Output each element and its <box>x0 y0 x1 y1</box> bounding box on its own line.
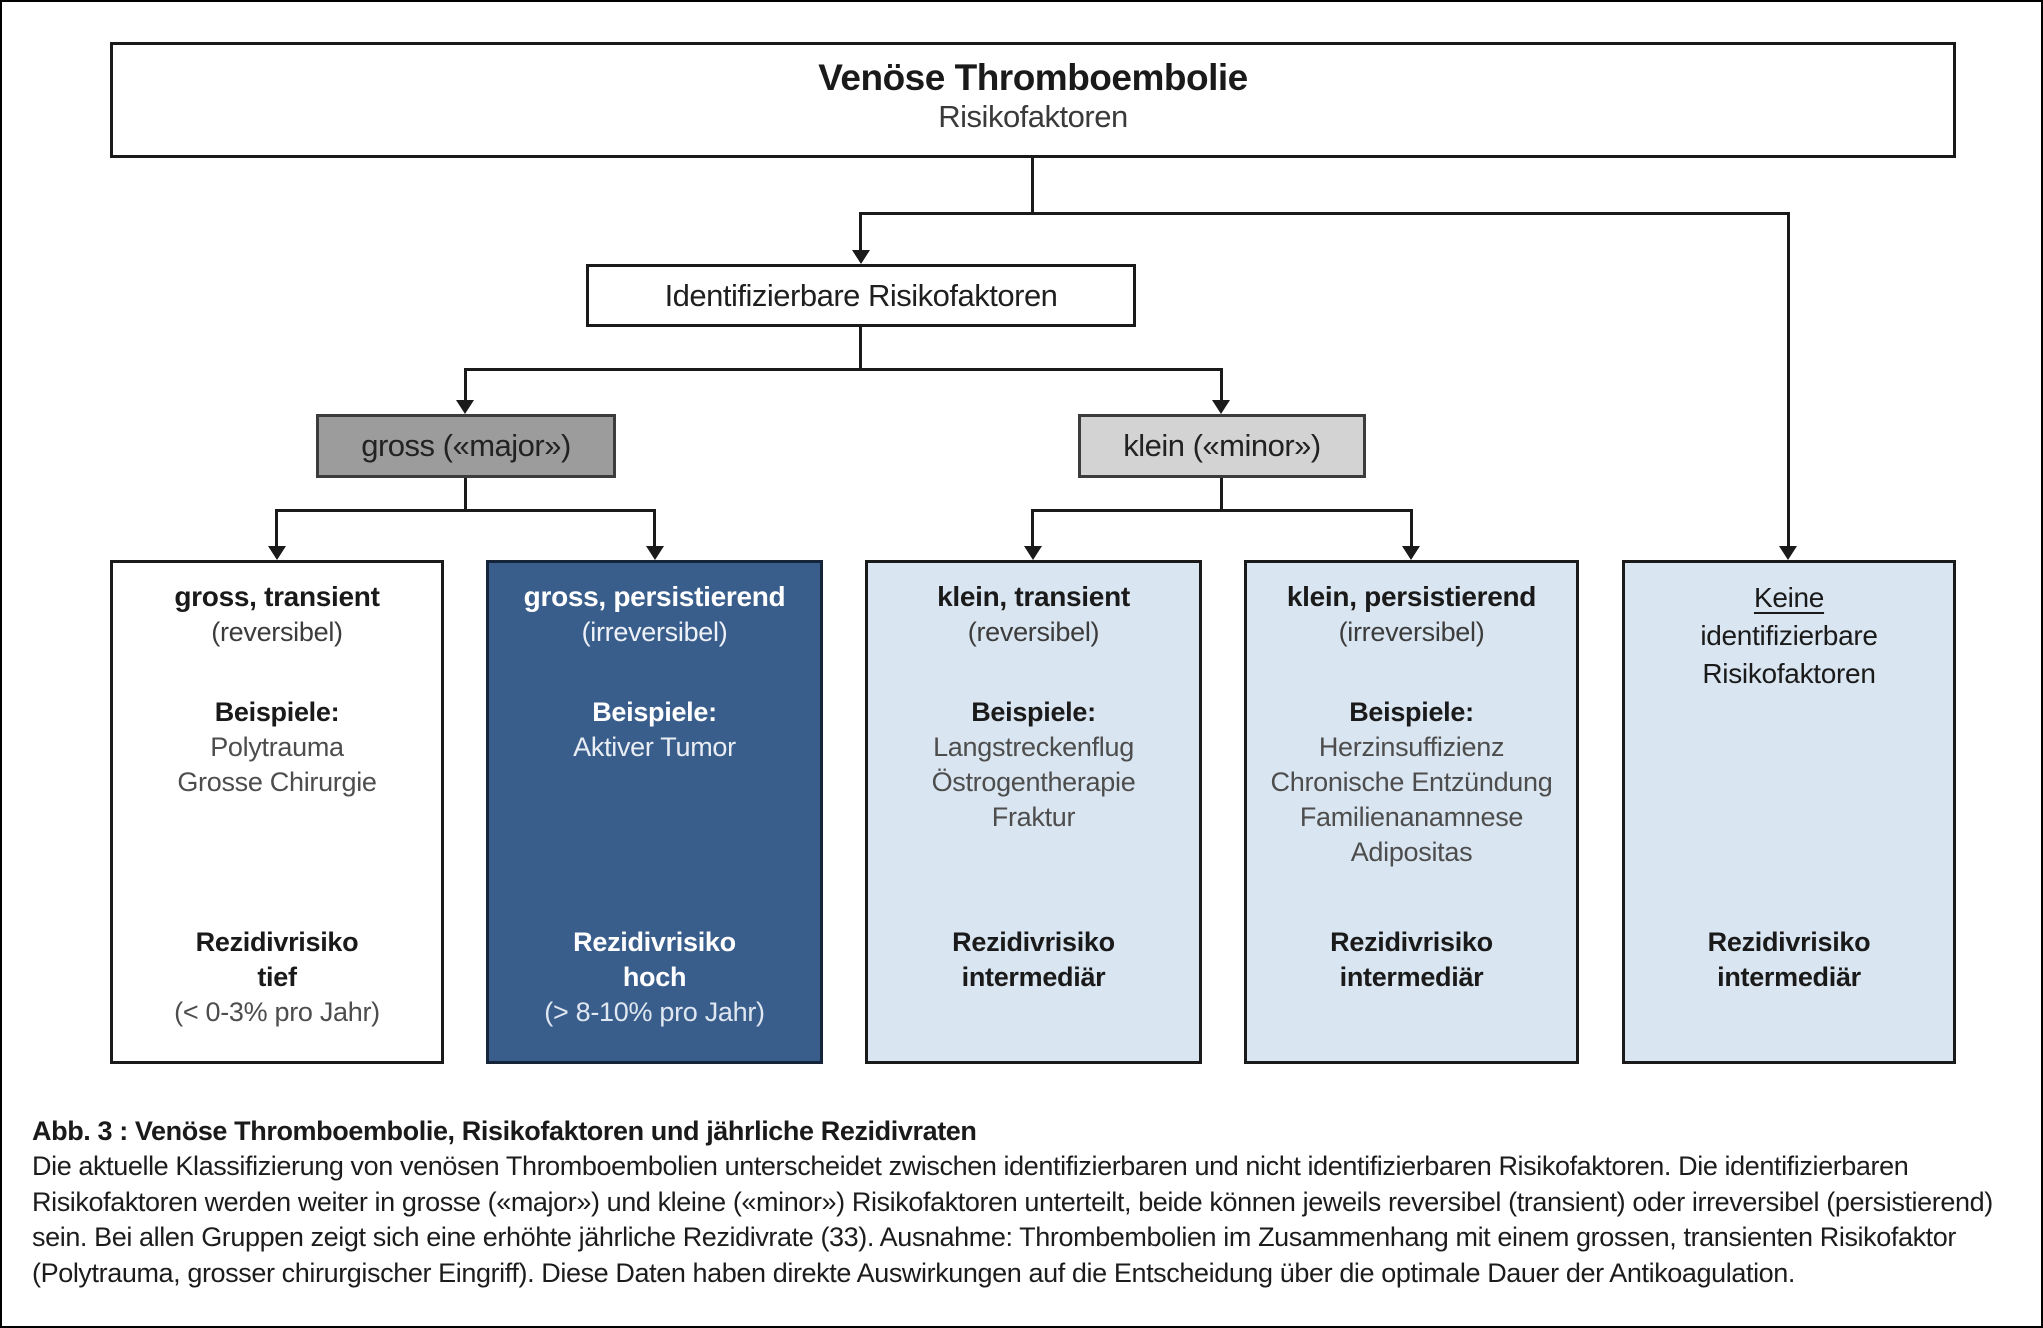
leaf2-examples-label: Beispiele: <box>592 697 717 727</box>
connector-to-no-risk-factors <box>1787 214 1790 548</box>
connector-root-drop <box>1031 158 1034 214</box>
connector-to-leaf3 <box>1031 511 1034 548</box>
leaf3-risk: Rezidivrisiko intermediär <box>868 925 1199 995</box>
node-root: Venöse Thromboembolie Risikofaktoren <box>110 42 1956 158</box>
leaf2-examples-list: Aktiver Tumor <box>573 732 736 763</box>
arrowhead-leaf3 <box>1024 546 1042 560</box>
leaf2-examples: Beispiele: Aktiver Tumor <box>489 695 820 765</box>
leaf3-header: klein, transient (reversibel) <box>868 579 1199 650</box>
leaf1-examples-label: Beispiele: <box>214 697 340 727</box>
node-klein-transient: klein, transient (reversibel) Beispiele:… <box>865 560 1202 1064</box>
leaf1-examples-list: Polytrauma Grosse Chirurgie <box>177 732 377 798</box>
leaf5-title-line2: identifizierbare <box>1700 619 1878 651</box>
leaf4-examples-list: Herzinsuffizienz Chronische Entzündung F… <box>1270 732 1553 868</box>
leaf2-risk: Rezidivrisiko hoch (> 8-10% pro Jahr) <box>489 925 820 1030</box>
leaf2-risk-level: Rezidivrisiko hoch <box>573 927 736 993</box>
leaf2-subtitle: (irreversibel) <box>581 617 728 648</box>
major-label: gross («major») <box>361 428 571 463</box>
leaf4-risk-level: Rezidivrisiko intermediär <box>1330 927 1493 993</box>
leaf4-risk: Rezidivrisiko intermediär <box>1247 925 1576 995</box>
leaf1-risk-rate: (< 0-3% pro Jahr) <box>174 997 380 1028</box>
node-identifiable-risk-factors: Identifizierbare Risikofaktoren <box>586 264 1136 327</box>
figure-caption: Abb. 3 : Venöse Thromboembolie, Risikofa… <box>32 1114 2017 1292</box>
leaf3-risk-level: Rezidivrisiko intermediär <box>952 927 1115 993</box>
leaf2-risk-rate: (> 8-10% pro Jahr) <box>544 997 765 1028</box>
leaf4-examples: Beispiele: Herzinsuffizienz Chronische E… <box>1247 695 1576 870</box>
leaf3-title: klein, transient <box>937 581 1130 612</box>
connector-to-identifiable <box>859 214 862 252</box>
arrowhead-leaf2 <box>646 546 664 560</box>
node-gross-persistierend: gross, persistierend (irreversibel) Beis… <box>486 560 823 1064</box>
connector-level1-horizontal <box>859 212 1790 215</box>
leaf5-title-line3: Risikofaktoren <box>1702 657 1876 689</box>
node-klein-persistierend: klein, persistierend (irreversibel) Beis… <box>1244 560 1579 1064</box>
caption-body: Die aktuelle Klassifizierung von venösen… <box>32 1151 1993 1288</box>
connector-identifiable-drop <box>859 327 862 369</box>
leaf5-header: Keine identifizierbare Risikofaktoren <box>1625 579 1953 692</box>
root-subtitle: Risikofaktoren <box>938 99 1128 134</box>
connector-major-drop <box>464 478 467 511</box>
leaf4-examples-label: Beispiele: <box>1349 697 1474 727</box>
leaf1-risk: Rezidivrisiko tief (< 0-3% pro Jahr) <box>113 925 441 1030</box>
arrowhead-major <box>456 400 474 414</box>
leaf2-title: gross, persistierend <box>523 581 786 612</box>
leaf3-examples-list: Langstreckenflug Östrogentherapie Fraktu… <box>931 732 1136 833</box>
leaf4-header: klein, persistierend (irreversibel) <box>1247 579 1576 650</box>
arrowhead-minor <box>1212 400 1230 414</box>
leaf1-risk-level: Rezidivrisiko tief <box>195 927 359 993</box>
connector-major-horizontal <box>275 509 656 512</box>
leaf3-examples-label: Beispiele: <box>971 697 1096 727</box>
leaf1-title: gross, transient <box>174 581 380 612</box>
leaf4-subtitle: (irreversibel) <box>1338 617 1485 648</box>
leaf4-title: klein, persistierend <box>1286 581 1537 612</box>
leaf1-header: gross, transient (reversibel) <box>113 579 441 650</box>
node-major: gross («major») <box>316 414 616 478</box>
leaf2-header: gross, persistierend (irreversibel) <box>489 579 820 650</box>
connector-to-minor <box>1220 370 1223 402</box>
connector-minor-horizontal <box>1031 509 1413 512</box>
leaf1-examples: Beispiele: Polytrauma Grosse Chirurgie <box>113 695 441 800</box>
leaf3-subtitle: (reversibel) <box>967 617 1100 648</box>
identifiable-label: Identifizierbare Risikofaktoren <box>664 277 1058 313</box>
leaf5-title-keine: Keine <box>1753 582 1825 613</box>
connector-to-leaf4 <box>1410 511 1413 548</box>
connector-minor-drop <box>1220 478 1223 511</box>
node-minor: klein («minor») <box>1078 414 1366 478</box>
leaf5-risk-level: Rezidivrisiko intermediär <box>1707 927 1871 993</box>
root-title: Venöse Thromboembolie <box>818 57 1248 98</box>
minor-label: klein («minor») <box>1123 428 1321 463</box>
connector-level2-horizontal <box>464 368 1223 371</box>
connector-to-leaf1 <box>275 511 278 548</box>
leaf1-subtitle: (reversibel) <box>211 617 343 648</box>
connector-to-major <box>464 370 467 402</box>
arrowhead-no-risk-factors <box>1779 546 1797 560</box>
node-keine-risikofaktoren: Keine identifizierbare Risikofaktoren Re… <box>1622 560 1956 1064</box>
arrowhead-leaf1 <box>268 546 286 560</box>
connector-to-leaf2 <box>653 511 656 548</box>
arrowhead-identifiable <box>852 250 870 264</box>
arrowhead-leaf4 <box>1402 546 1420 560</box>
leaf3-examples: Beispiele: Langstreckenflug Östrogenther… <box>868 695 1199 835</box>
leaf5-risk: Rezidivrisiko intermediär <box>1625 925 1953 995</box>
caption-title: Abb. 3 : Venöse Thromboembolie, Risikofa… <box>32 1116 977 1146</box>
node-gross-transient: gross, transient (reversibel) Beispiele:… <box>110 560 444 1064</box>
